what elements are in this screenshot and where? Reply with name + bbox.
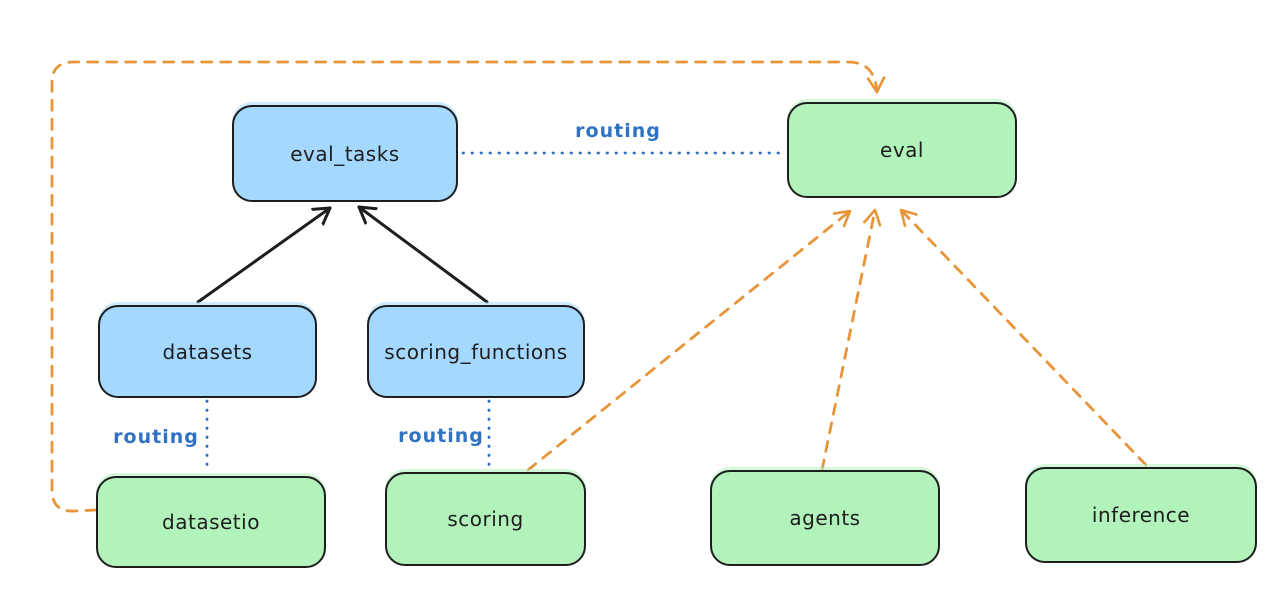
edge-scoring-functions-to-eval-tasks <box>357 205 489 304</box>
edge-label-routing-scoring: routing <box>398 425 484 447</box>
node-agents-label: agents <box>789 506 861 530</box>
node-datasetio-label: datasetio <box>162 510 260 534</box>
node-datasets: datasets <box>98 305 317 398</box>
node-scoring-functions-label: scoring_functions <box>384 339 568 364</box>
node-eval: eval <box>787 102 1017 198</box>
edge-agents-to-eval <box>820 208 882 472</box>
edge-label-routing-datasetio: routing <box>113 426 199 448</box>
node-inference: inference <box>1025 467 1257 563</box>
node-datasetio: datasetio <box>96 476 326 568</box>
node-scoring-label: scoring <box>447 507 524 531</box>
node-eval-tasks: eval_tasks <box>232 105 458 202</box>
edge-inference-to-eval <box>899 208 1148 467</box>
node-inference-label: inference <box>1091 503 1191 527</box>
node-scoring-functions: scoring_functions <box>367 305 585 398</box>
node-scoring: scoring <box>385 472 586 566</box>
edge-scoring-to-eval <box>526 209 852 472</box>
edge-datasetio-to-eval <box>50 60 886 513</box>
edge-datasets-to-eval-tasks <box>196 206 332 304</box>
node-eval-tasks-label: eval_tasks <box>290 141 400 166</box>
node-eval-label: eval <box>880 138 924 162</box>
edge-label-routing-eval: routing <box>575 120 661 142</box>
node-agents: agents <box>710 470 940 566</box>
node-datasets-label: datasets <box>162 339 253 364</box>
